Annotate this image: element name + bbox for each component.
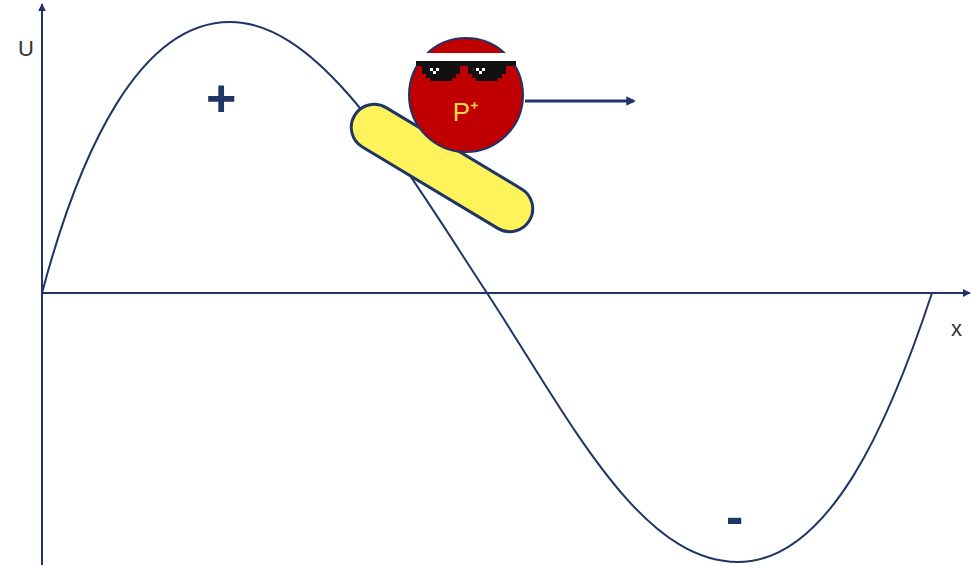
particle-label: P⁺ <box>408 99 524 125</box>
charge-sign: + <box>206 72 236 124</box>
y-axis <box>41 4 43 565</box>
potential-curve <box>42 22 932 562</box>
charge-sign: - <box>726 490 743 542</box>
velocity-arrow <box>525 100 634 103</box>
x-axis <box>42 292 970 294</box>
sunglasses <box>416 53 516 81</box>
axis-label: U <box>18 38 34 60</box>
proton-ball: P⁺ <box>408 37 524 153</box>
axis-label: x <box>951 318 962 340</box>
proton-shape <box>408 37 524 153</box>
